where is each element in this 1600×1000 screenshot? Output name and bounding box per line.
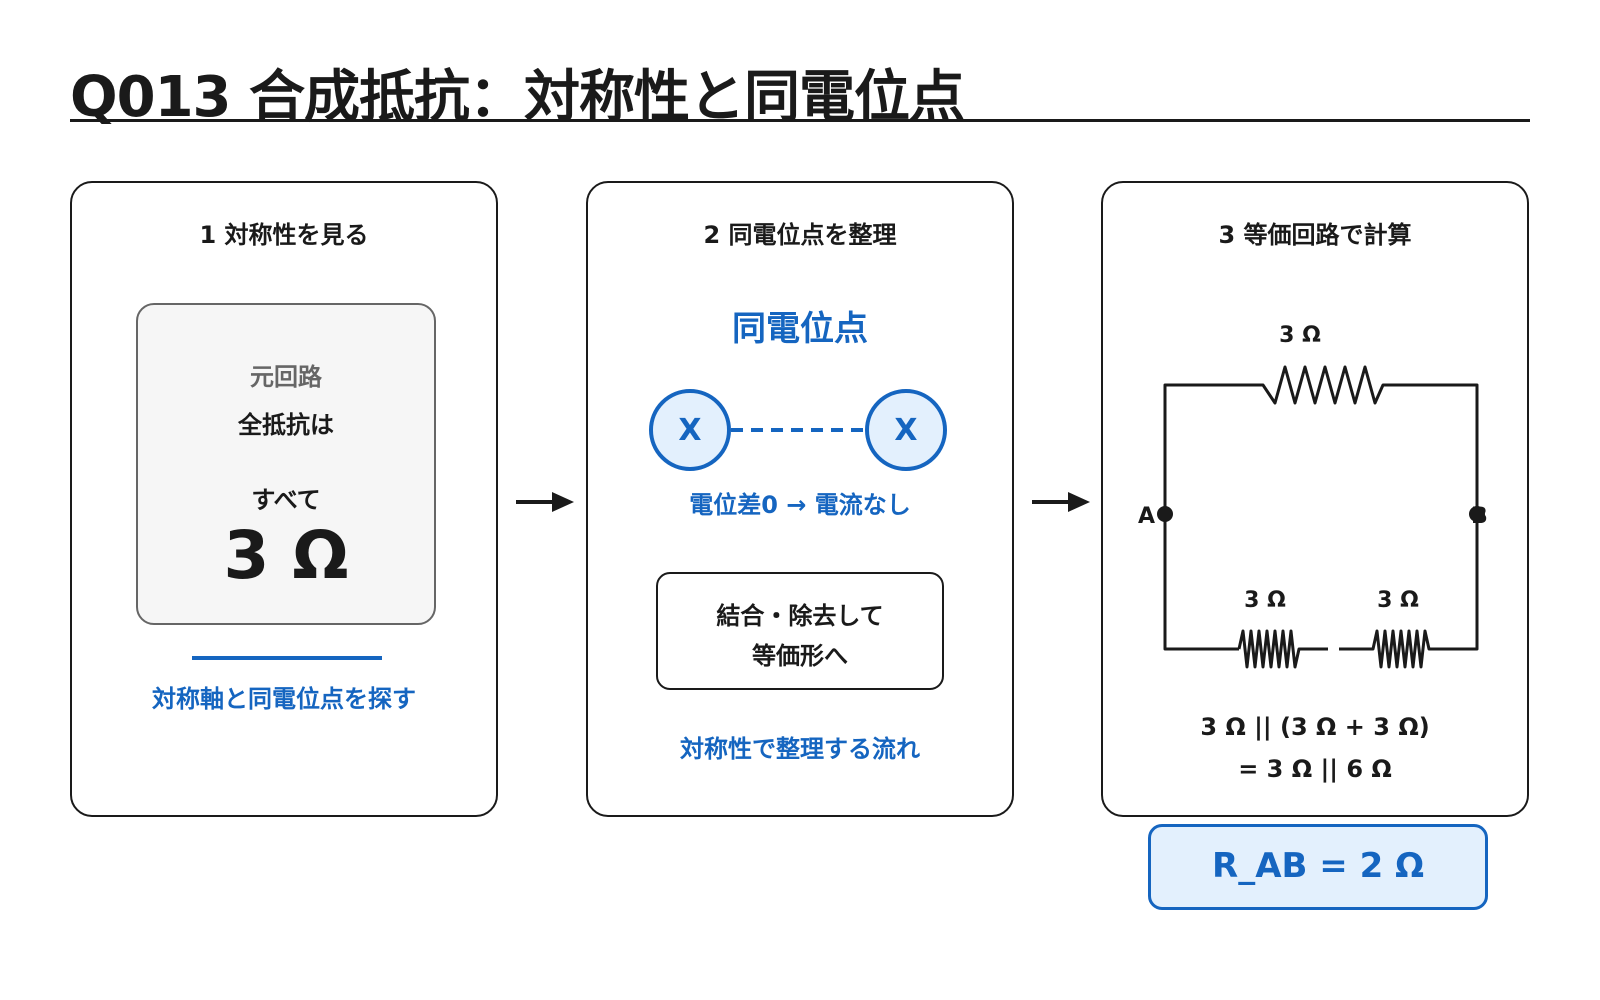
node-x2-label: X [894, 413, 918, 448]
flow-arrow-icon [516, 492, 574, 512]
step-2-panel: 2 同電位点を整理 同電位点 X X 電位差0 → 電流なし 結合・除去して 等… [586, 181, 1014, 817]
step-1-caption: 対称軸と同電位点を探す [152, 685, 416, 713]
node-a-dot [1157, 506, 1173, 522]
title-underline [70, 119, 1530, 122]
calculation-line-1: 3 Ω || (3 Ω + 3 Ω) [1200, 713, 1430, 741]
node-x2-circle [865, 389, 947, 471]
calculation-line-2: = 3 Ω || 6 Ω [1238, 755, 1392, 783]
step-3-panel: 3 等価回路で計算 3 Ω 3 Ω 3 Ω A B 3 Ω || (3 Ω + … [1101, 181, 1529, 817]
accent-divider [192, 656, 382, 660]
bottom-left-resistor-label: 3 Ω [1244, 588, 1286, 613]
merge-line-2: 等価形へ [752, 642, 848, 670]
resistor-bottom-left [1237, 629, 1328, 669]
merge-remove-box: 結合・除去して 等価形へ [656, 572, 944, 690]
step-1-heading: 1 対称性を見る [199, 221, 369, 249]
step-3-heading: 3 等価回路で計算 [1218, 221, 1412, 249]
bottom-right-resistor-label: 3 Ω [1377, 588, 1419, 613]
node-x1-label: X [678, 413, 702, 448]
bottom-wire [1163, 514, 1239, 651]
original-circuit-label: 元回路 [250, 363, 322, 391]
zero-current-note: 電位差0 → 電流なし [689, 491, 911, 519]
step-2-heading: 2 同電位点を整理 [703, 221, 897, 249]
top-resistor-label: 3 Ω [1279, 323, 1321, 348]
node-x1-circle [649, 389, 731, 471]
node-b-dot [1469, 506, 1485, 522]
step-2-caption: 対称性で整理する流れ [680, 735, 920, 763]
equipotential-title: 同電位点 [732, 309, 868, 349]
equipotential-nodes-diagram [649, 389, 947, 471]
flow-arrow-icon [1032, 492, 1090, 512]
node-a-label: A [1138, 504, 1156, 529]
merge-line-1: 結合・除去して [716, 602, 884, 630]
top-wire [1163, 365, 1479, 514]
step-1-panel: 1 対称性を見る 元回路 全抵抗は すべて 3 Ω 対称軸と同電位点を探す [70, 181, 498, 817]
all-label: すべて [251, 486, 321, 514]
node-b-label: B [1471, 504, 1488, 529]
equivalent-circuit-diagram [1157, 365, 1485, 669]
result-box: R_AB = 2 Ω [1148, 824, 1488, 910]
resistance-value: 3 Ω [223, 517, 349, 594]
resistor-bottom-right [1339, 514, 1479, 669]
original-circuit-box: 元回路 全抵抗は すべて 3 Ω [136, 303, 436, 625]
total-resistance-label: 全抵抗は [238, 411, 334, 439]
